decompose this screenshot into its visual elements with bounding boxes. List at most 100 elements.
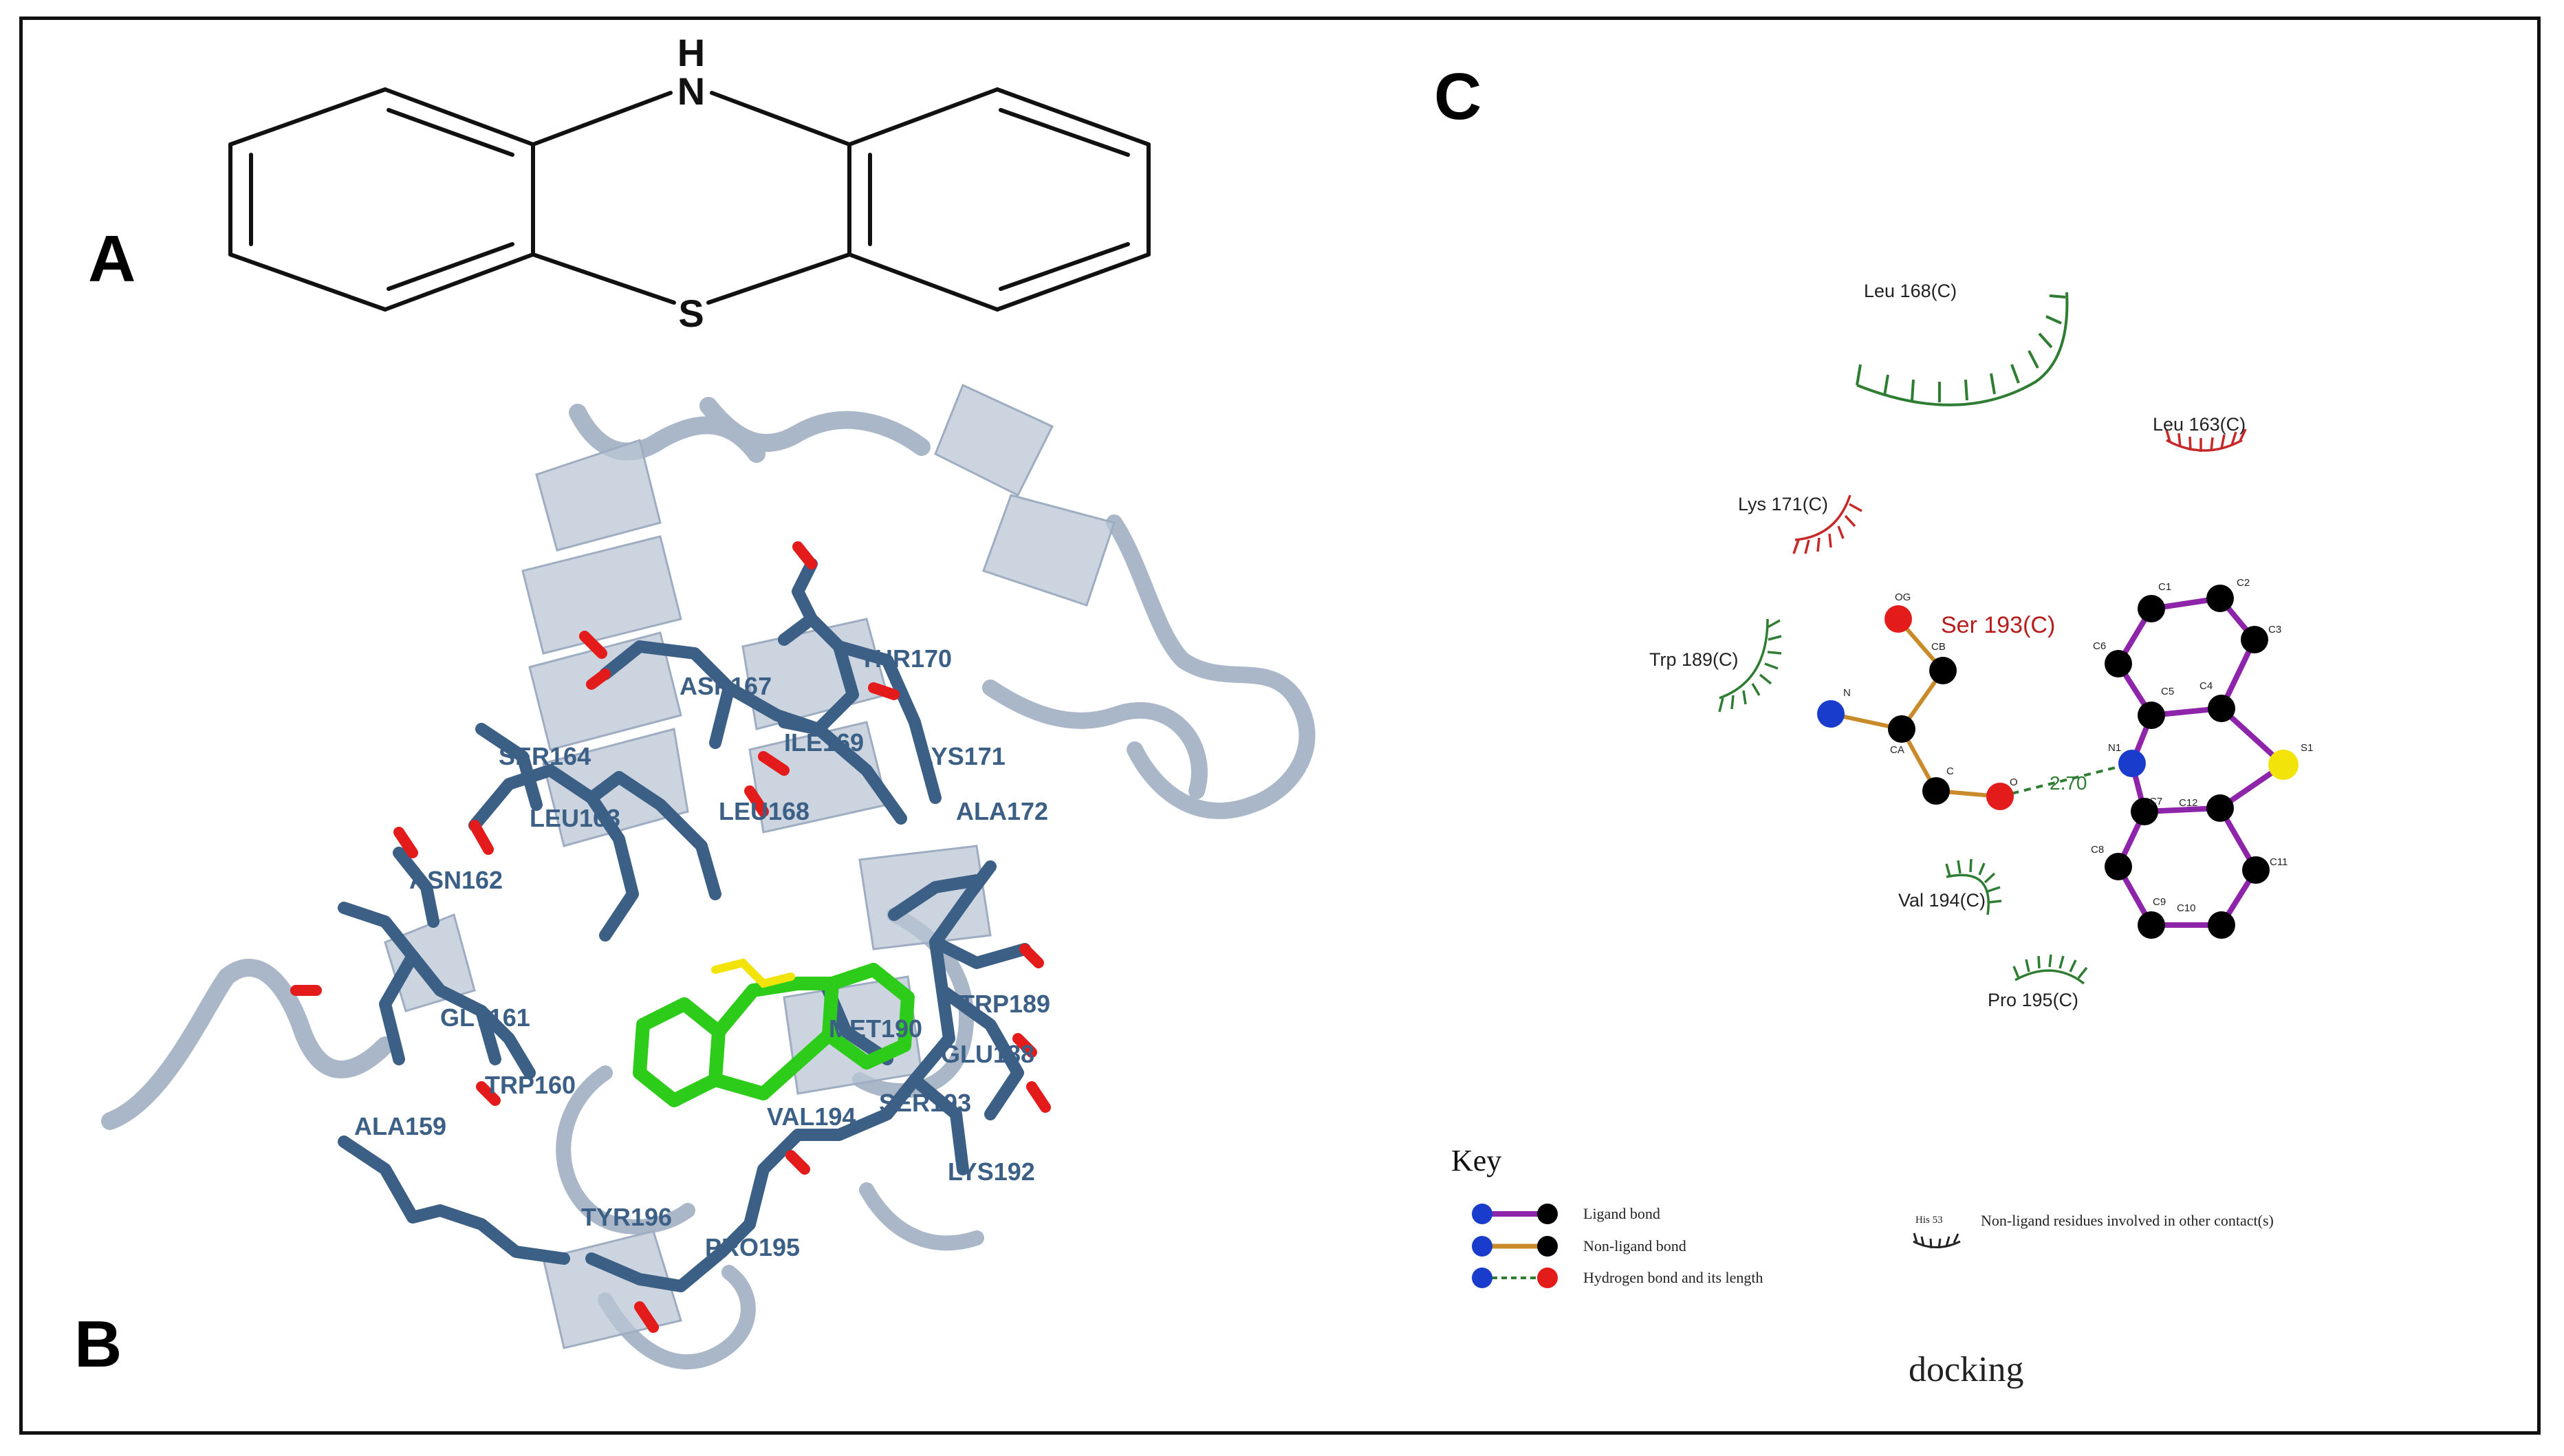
atom-c5 (2138, 702, 2165, 729)
key-non-ligand-bond (1472, 1236, 1558, 1257)
atom-s1 (2268, 750, 2299, 780)
ligplot-label-val194: Val 194(C) (1898, 890, 1986, 911)
residue-label-ser164: SER164 (499, 742, 591, 770)
atom-label-c5: C5 (2161, 686, 2174, 697)
atom-og (1884, 605, 1912, 633)
atom-label-c11: C11 (2270, 856, 2288, 868)
hydrogen-bond (1999, 762, 2133, 798)
atom-c10 (2208, 911, 2235, 939)
atom-c11 (2242, 856, 2270, 884)
atom-o (1986, 783, 2014, 810)
atom-c2 (2206, 585, 2234, 612)
ligplot-label-pro195: Pro 195(C) (1988, 990, 2078, 1010)
sulfur-atom: S (678, 292, 704, 335)
atom-label-o: O (2010, 776, 2018, 788)
ligplot-label-leu163: Leu 163(C) (2153, 414, 2246, 435)
residue-label-asp167: ASP167 (680, 672, 772, 700)
hydrophobic-arc-trp189 (1718, 618, 1782, 713)
residue-label-glu188: GLU188 (941, 1040, 1034, 1068)
atoms (1817, 585, 2299, 939)
atom-label-c4: C4 (2199, 680, 2213, 692)
helix-ribbons (384, 383, 1116, 1349)
atom-c (1922, 777, 1950, 805)
residue-label-trp189: TRP189 (959, 990, 1050, 1018)
key-hbond-label: Hydrogen bond and its length (1583, 1269, 1763, 1286)
key-ligand-bond (1472, 1204, 1558, 1224)
atom-n (1817, 700, 1845, 728)
atom-c7 (2131, 798, 2158, 825)
nh-nitrogen: N (677, 69, 705, 113)
residue-label-gly161: GLY161 (440, 1003, 530, 1032)
atom-c4 (2208, 695, 2235, 722)
key-title: Key (1451, 1144, 1501, 1177)
residue-sticks (338, 558, 1031, 1292)
residue-label-val194: VAL194 (767, 1102, 856, 1131)
ligplot-label-ser193: Ser 193(C) (1941, 612, 2055, 638)
panel-label-b: B (74, 1307, 122, 1381)
atom-c6 (2105, 650, 2132, 677)
ligplot-label-leu168: Leu 168(C) (1864, 281, 1957, 301)
nh-hydrogen: H (677, 31, 705, 74)
atom-label-c10: C10 (2177, 902, 2196, 914)
residue-label-trp160: TRP160 (485, 1071, 576, 1099)
atom-label-c3: C3 (2268, 624, 2281, 635)
atom-label-c: C (1946, 765, 1954, 777)
atom-label-c1: C1 (2158, 581, 2171, 593)
key-contact-arc (1913, 1232, 1961, 1249)
ligplot-label-lys171: Lys 171(C) (1738, 494, 1828, 514)
atom-label-c7: C7 (2149, 796, 2162, 807)
hydrophobic-arc-val194 (1945, 858, 2002, 915)
atom-label-n: N (1843, 687, 1851, 699)
ligand-sulfur (711, 958, 795, 988)
key-ligand-bond-label: Ligand bond (1583, 1205, 1660, 1222)
panel-label-c: C (1434, 60, 1482, 133)
atom-c1 (2138, 595, 2165, 622)
atom-cb (1929, 657, 1957, 684)
residue-label-ser193: SER193 (879, 1089, 971, 1117)
hydrophobic-arc-leu163 (2165, 428, 2247, 452)
hbond-length: 2.70 (2050, 772, 2087, 794)
hydrophobic-arc-pro195 (2012, 954, 2088, 985)
residue-label-lys192: LYS192 (948, 1158, 1035, 1186)
atom-c8 (2105, 853, 2132, 880)
hydrophobic-arc-lys171 (1792, 495, 1862, 554)
atom-c3 (2241, 626, 2268, 653)
residue-label-met190: MET190 (829, 1014, 922, 1043)
atom-label-c2: C2 (2237, 577, 2250, 589)
residue-label-leu168: LEU168 (719, 797, 810, 825)
atom-c12 (2206, 794, 2234, 822)
atom-ca (1888, 715, 1915, 743)
atom-label-og: OG (1895, 591, 1911, 603)
atom-label-c12: C12 (2179, 797, 2198, 809)
hydrophobic-arc-leu168 (1856, 292, 2069, 406)
residue-label-lys171: LYS171 (918, 742, 1006, 770)
ligplot-label-trp189: Trp 189(C) (1649, 649, 1739, 670)
key-his-label: His 53 (1915, 1215, 1943, 1226)
phenothiazine-structure: H N S (228, 31, 1151, 335)
figure-frame (19, 17, 2541, 1435)
atom-c9 (2138, 911, 2165, 939)
oxygen-atoms (290, 541, 1051, 1333)
residue-label-asn162: ASN162 (409, 866, 503, 894)
ligplot-caption: docking (1909, 1350, 2024, 1389)
ser193-bonds (1830, 618, 2001, 798)
atom-label-c8: C8 (2091, 844, 2104, 856)
key-hbond (1472, 1268, 1558, 1288)
key-non-ligand-bond-label: Non-ligand bond (1583, 1237, 1686, 1254)
key-contact-label: Non-ligand residues involved in other co… (1981, 1212, 2274, 1229)
residue-label-thr170: THR170 (860, 644, 952, 673)
residue-label-ala159: ALA159 (354, 1112, 446, 1140)
atom-label-c9: C9 (2153, 896, 2166, 908)
atom-label-ca: CA (1890, 744, 1904, 756)
atom-label-s1: S1 (2301, 742, 2313, 754)
residue-label-pro195: PRO195 (705, 1233, 800, 1261)
residue-label-ile169: ILE169 (784, 728, 864, 757)
docking-3d-view: THR170 ASP167 ILE169 SER164 LYS171 LEU16… (101, 383, 1316, 1369)
residue-label-tyr196: TYR196 (581, 1203, 672, 1231)
ligand-sticks (633, 963, 915, 1107)
atom-label-n1: N1 (2108, 742, 2121, 754)
residue-label-ala172: ALA172 (956, 797, 1048, 825)
panel-label-a: A (88, 222, 136, 296)
residue-label-leu163: LEU163 (530, 804, 620, 832)
